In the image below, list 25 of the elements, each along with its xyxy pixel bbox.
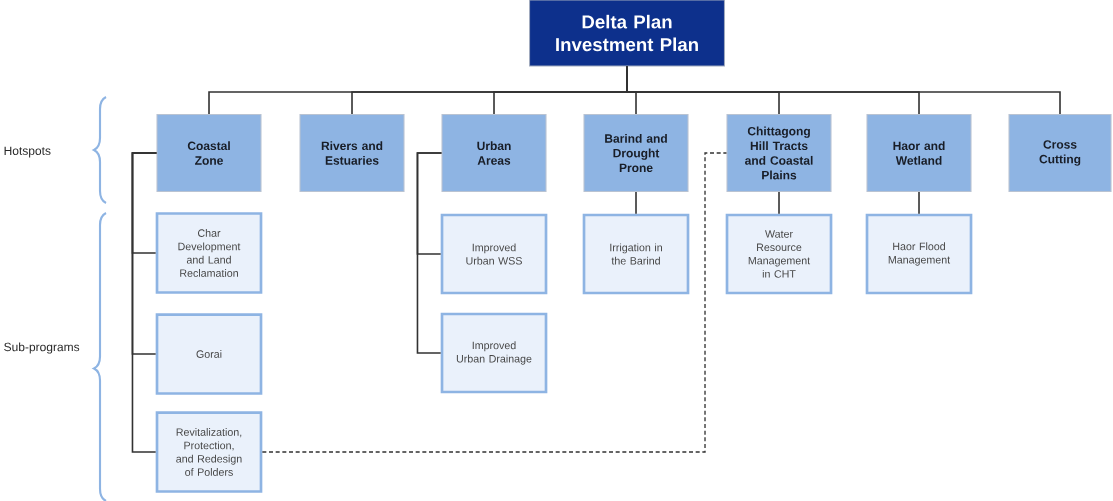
bracket-label: Hotspots [4, 146, 51, 158]
subprogram-box: Improved Urban WSS [440, 213, 548, 295]
subprogram-box: Water Resource Management in CHT [725, 213, 833, 295]
subprogram-box: Haor Flood Management [865, 213, 973, 295]
bracket-label: Sub-programs [4, 342, 80, 354]
title-box: Delta Plan Investment Plan [529, 0, 725, 67]
hotspot-box: Coastal Zone [156, 113, 262, 193]
subprogram-box: Improved Urban Drainage [440, 312, 548, 394]
connector [635, 191, 637, 215]
connector [416, 152, 443, 354]
hotspot-box: Chittagong Hill Tracts and Coastal Plains [726, 113, 832, 193]
hotspot-box: Cross Cutting [1008, 113, 1112, 193]
hotspot-box: Rivers and Estuaries [299, 113, 405, 193]
subprogram-box: Gorai [155, 313, 263, 395]
connector [918, 191, 920, 215]
connector [626, 65, 1061, 115]
connector [778, 191, 780, 215]
hotspot-box: Barind and Drought Prone [583, 113, 689, 193]
dashed-connector [261, 152, 728, 453]
hotspot-box: Haor and Wetland [866, 113, 972, 193]
subprogram-box: Revitalization, Protection, and Redesign of Polders [155, 411, 263, 493]
hotspot-box: Urban Areas [441, 113, 547, 193]
connector [131, 152, 158, 453]
subprogram-box: Irrigation in the Barind [582, 213, 690, 295]
subprogram-box: Char Development and Land Reclamation [155, 212, 263, 294]
